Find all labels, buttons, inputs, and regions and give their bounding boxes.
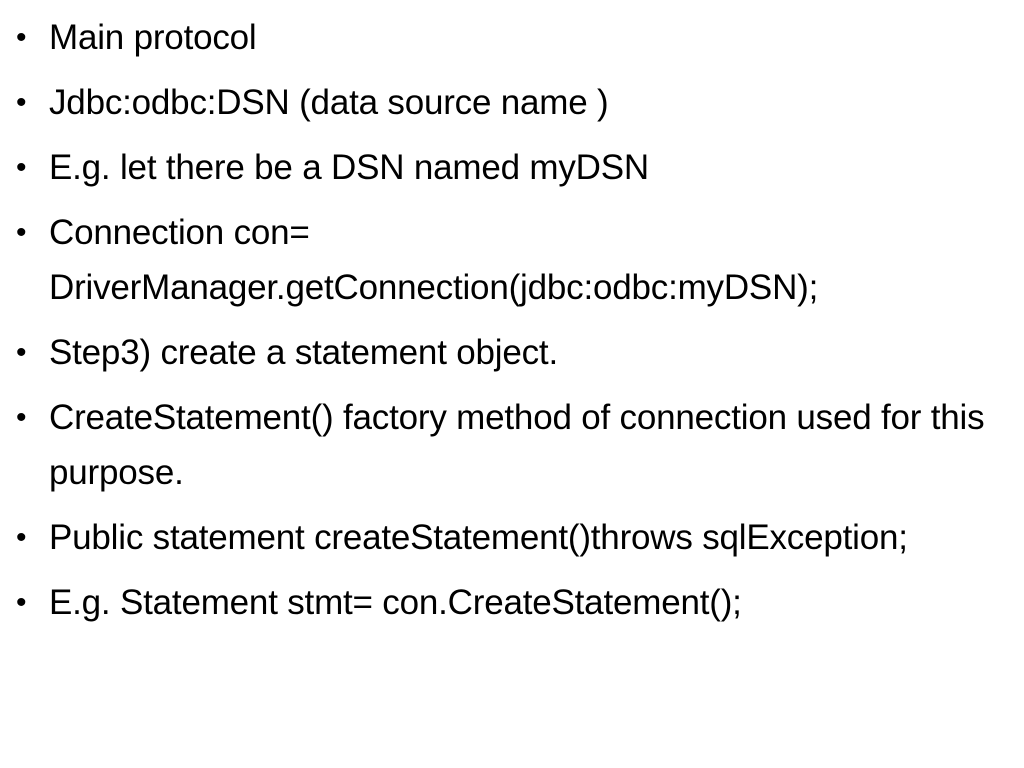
bullet-icon: • [16, 216, 27, 249]
bullet-text: Step3) create a statement object. [49, 333, 558, 372]
bullet-icon: • [16, 21, 27, 54]
bullet-item: • E.g. let there be a DSN named myDSN [16, 140, 1006, 195]
bullet-list: • Main protocol • Jdbc:odbc:DSN (data so… [16, 10, 1006, 640]
bullet-item: • CreateStatement() factory method of co… [16, 390, 1006, 500]
bullet-text: Jdbc:odbc:DSN (data source name ) [49, 83, 609, 122]
bullet-text: Main protocol [49, 18, 257, 57]
bullet-item: • Step3) create a statement object. [16, 325, 1006, 380]
bullet-icon: • [16, 521, 27, 554]
bullet-text: Connection con= DriverManager.getConnect… [49, 213, 819, 307]
bullet-item: • Main protocol [16, 10, 1006, 65]
bullet-icon: • [16, 401, 27, 434]
bullet-item: • Jdbc:odbc:DSN (data source name ) [16, 75, 1006, 130]
bullet-text: E.g. let there be a DSN named myDSN [49, 148, 649, 187]
bullet-text: Public statement createStatement()throws… [49, 518, 908, 557]
bullet-item: • E.g. Statement stmt= con.CreateStateme… [16, 575, 1006, 630]
bullet-text: E.g. Statement stmt= con.CreateStatement… [49, 583, 742, 622]
bullet-icon: • [16, 86, 27, 119]
bullet-icon: • [16, 586, 27, 619]
bullet-icon: • [16, 336, 27, 369]
bullet-text: CreateStatement() factory method of conn… [49, 398, 985, 492]
bullet-item: • Public statement createStatement()thro… [16, 510, 1006, 565]
bullet-icon: • [16, 151, 27, 184]
bullet-item: • Connection con= DriverManager.getConne… [16, 205, 1006, 315]
